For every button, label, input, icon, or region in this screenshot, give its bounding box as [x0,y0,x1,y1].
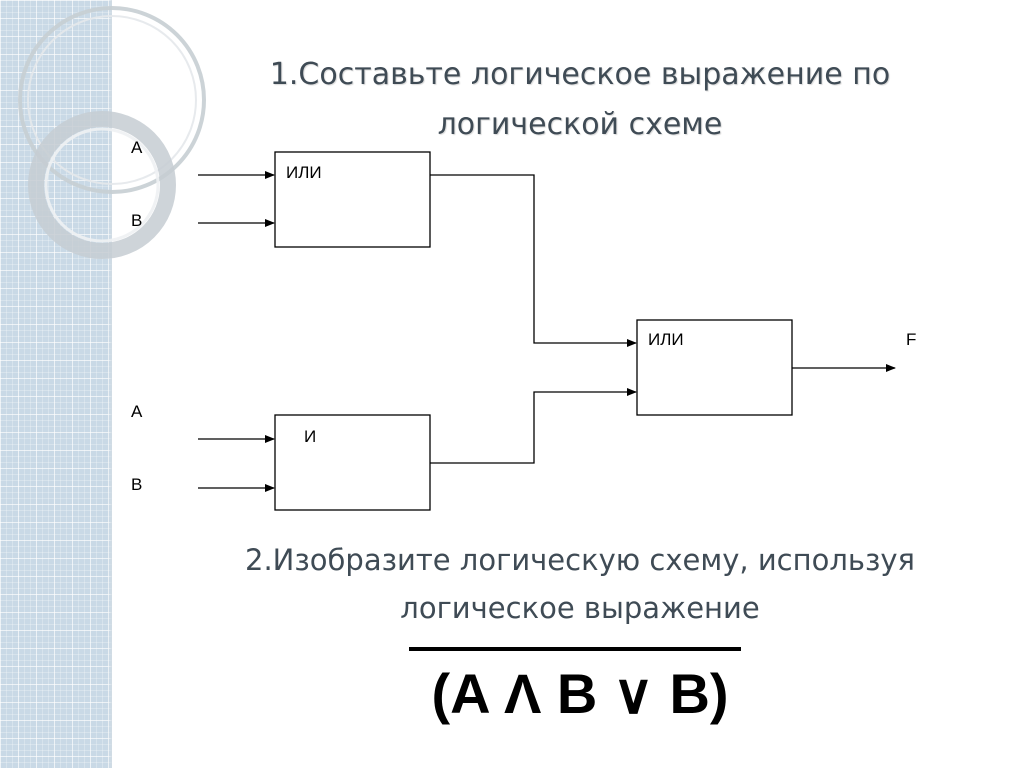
task-2-line-1: 2.Изобразите логическую схему, используя [245,543,915,577]
task-1-title-line-1: 1.Составьте логическое выражение по [269,57,891,92]
wire-gate-1-to-gate-3 [430,174,637,347]
wire-gate-2-to-gate-3 [430,388,637,464]
task-2-text: 2.Изобразите логическую схему, используя… [180,536,980,632]
input-label-a-top: A [131,138,143,157]
input-label-b-bottom: B [131,475,142,494]
gate-1-label: ИЛИ [286,163,322,182]
gate-3-or-box [636,319,793,416]
gate-2-and-box [274,414,431,511]
output-label-f: F [906,330,916,349]
task-1-title: 1.Составьте логическое выражение по логи… [180,50,980,150]
input-label-a-bottom: A [131,402,143,421]
task-1-title-line-2: логической схеме [437,107,723,142]
input-label-b-top: B [131,211,142,230]
gate-3-label: ИЛИ [648,330,684,349]
gate-2-label: И [304,427,316,446]
task-2-line-2: логическое выражение [400,591,760,625]
gate-1-or-box [274,151,431,248]
logical-expression: (A Λ B ∨ B) [431,662,729,725]
negation-overline [409,647,741,651]
